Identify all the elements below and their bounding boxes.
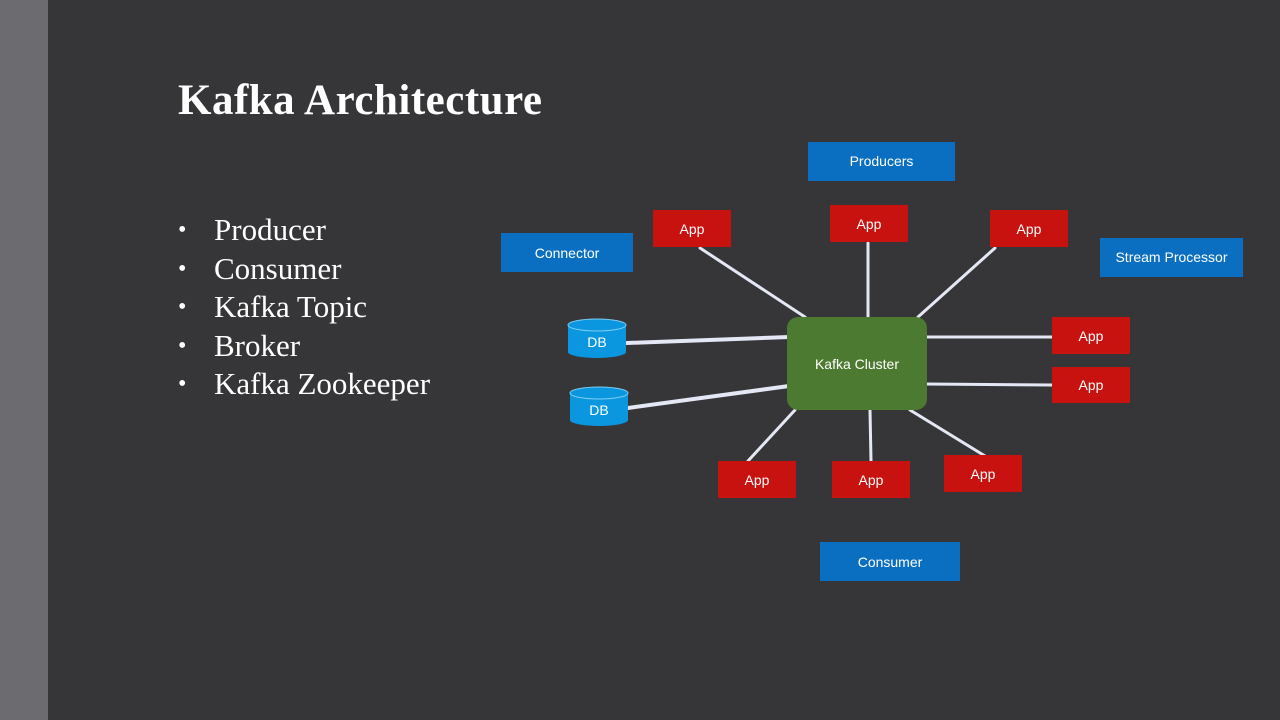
category-stream-processor: Stream Processor — [1100, 238, 1243, 277]
edge-producer-right — [916, 246, 997, 319]
app-producer-left: App — [653, 210, 731, 247]
app-label: App — [680, 221, 705, 237]
bullet-item: • Kafka Topic — [178, 288, 430, 327]
bullet-text: Broker — [214, 327, 301, 363]
edge-producer-left — [698, 246, 807, 319]
category-producers: Producers — [808, 142, 955, 181]
bullet-dot-icon: • — [178, 371, 187, 397]
category-producers-label: Producers — [850, 153, 914, 169]
edge-db-top — [625, 335, 791, 345]
app-label: App — [1017, 221, 1042, 237]
bullet-item: • Consumer — [178, 250, 430, 289]
category-consumer-label: Consumer — [858, 554, 923, 570]
db-label: DB — [587, 334, 606, 350]
edge-stream-bottom — [923, 382, 1054, 387]
bullet-text: Kafka Zookeeper — [214, 366, 431, 401]
kafka-cluster-node: Kafka Cluster — [787, 317, 927, 410]
edge-db-bottom — [626, 384, 791, 410]
db-top-icon: DB — [567, 318, 627, 358]
bullet-item: • Broker — [178, 327, 430, 366]
bullet-dot-icon: • — [178, 255, 187, 282]
app-producer-right: App — [990, 210, 1068, 247]
app-stream-top: App — [1052, 317, 1130, 354]
app-label: App — [857, 216, 882, 232]
left-accent-bar — [0, 0, 48, 720]
app-stream-bottom: App — [1052, 367, 1130, 403]
bullet-dot-icon: • — [178, 332, 187, 359]
bullet-dot-icon: • — [178, 294, 187, 320]
bullet-list: • Producer • Consumer • Kafka Topic • Broker… — [178, 211, 430, 404]
app-label: App — [1079, 328, 1104, 344]
app-label: App — [971, 466, 996, 482]
category-consumer: Consumer — [820, 542, 960, 581]
category-connector-label: Connector — [535, 245, 600, 261]
db-bottom-icon: DB — [569, 386, 629, 426]
app-producer-center: App — [830, 205, 908, 242]
kafka-cluster-label: Kafka Cluster — [815, 356, 899, 372]
app-label: App — [1079, 377, 1104, 393]
edge-consumer-center — [868, 408, 873, 463]
bullet-text: Kafka Topic — [214, 289, 368, 324]
edge-consumer-left — [746, 408, 797, 463]
slide-title: Kafka Architecture — [178, 77, 543, 124]
edge-consumer-right — [908, 408, 987, 458]
bullet-item: • Producer — [178, 211, 430, 250]
db-label: DB — [589, 402, 608, 418]
edges — [625, 241, 1054, 463]
category-stream-processor-label: Stream Processor — [1115, 249, 1227, 265]
bullet-item: • Kafka Zookeeper — [178, 365, 430, 404]
app-consumer-left: App — [718, 461, 796, 498]
app-consumer-center: App — [832, 461, 910, 498]
bullet-text: Producer — [214, 212, 326, 247]
category-connector: Connector — [501, 233, 633, 272]
bullet-text: Consumer — [214, 250, 342, 286]
bullet-dot-icon: • — [178, 217, 187, 243]
app-consumer-right: App — [944, 455, 1022, 492]
app-label: App — [859, 472, 884, 488]
app-label: App — [745, 472, 770, 488]
